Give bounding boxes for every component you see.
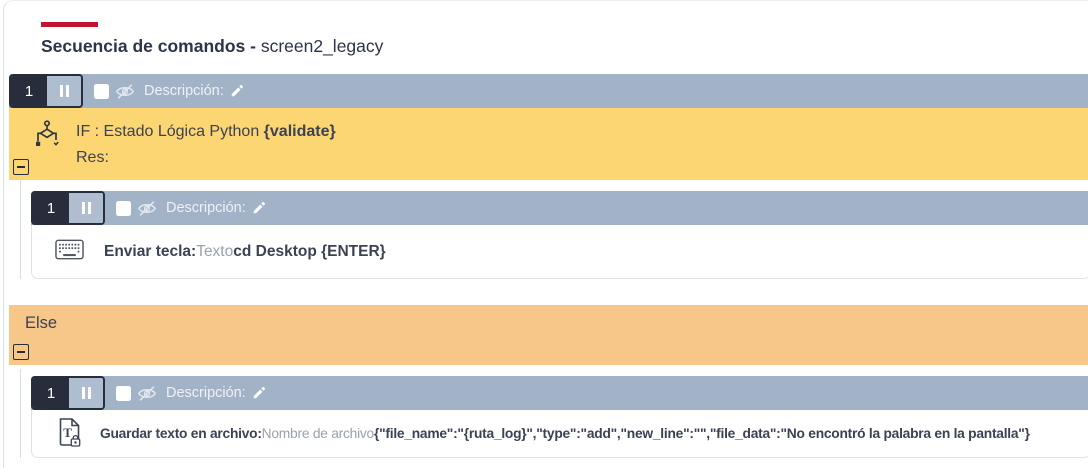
eye-slash-icon[interactable] (137, 385, 157, 402)
if-else-children: 1 Descripción: (20, 369, 1088, 458)
else-row[interactable]: Else (9, 305, 1088, 365)
pause-icon (81, 202, 91, 214)
if-result-label: Res: (76, 149, 109, 166)
svg-text:T: T (63, 425, 72, 440)
title-accent-bar (41, 22, 98, 27)
select-checkbox[interactable] (116, 385, 131, 401)
pause-button[interactable] (47, 76, 81, 106)
send-key-command-row[interactable]: Enviar tecla: Texto cd Desktop {ENTER} (31, 225, 1088, 279)
page-title-label: Secuencia de comandos - (41, 36, 256, 56)
command-name: Guardar texto en archivo: (100, 426, 262, 441)
param-value: {"file_name":"{ruta_log}","type":"add","… (373, 426, 1030, 441)
if-then-children: 1 Descripción: (20, 180, 1088, 279)
pencil-icon[interactable] (230, 84, 244, 98)
pencil-icon[interactable] (252, 386, 266, 400)
sequence-panel: Secuencia de comandos - screen2_legacy 1… (3, 0, 1088, 468)
command-name: Enviar tecla: (104, 242, 197, 260)
title-section: Secuencia de comandos - screen2_legacy (4, 22, 1088, 58)
order-unit: 1 (9, 74, 83, 108)
text-file-save-icon: T (57, 417, 82, 450)
collapse-toggle[interactable] (13, 159, 29, 175)
else-label: Else (25, 314, 58, 332)
step-header-send-key: 1 Descripción: (31, 191, 1088, 225)
pause-button[interactable] (69, 193, 103, 223)
select-checkbox[interactable] (116, 200, 131, 216)
collapse-toggle[interactable] (13, 344, 29, 360)
if-command-name: IF : Estado Lógica Python (76, 123, 260, 140)
order-unit: 1 (31, 191, 105, 225)
minus-collapse-icon (17, 166, 25, 168)
pause-icon (59, 85, 69, 97)
branch-decision-icon (34, 120, 60, 155)
if-command-row[interactable]: IF : Estado Lógica Python {validate} Res… (9, 108, 1088, 180)
step-header-if: 1 Descripción: (9, 74, 1088, 108)
order-badge: 1 (33, 193, 69, 223)
command-sequence: 1 Descripción: (4, 74, 1088, 458)
step-header-save-file: 1 Descripción: (31, 376, 1088, 410)
pencil-icon[interactable] (252, 201, 266, 215)
if-command-text: IF : Estado Lógica Python {validate} (76, 121, 1088, 143)
if-command-variable: {validate} (263, 123, 336, 140)
eye-slash-icon[interactable] (137, 200, 157, 217)
order-badge: 1 (33, 378, 69, 408)
pause-icon (81, 387, 91, 399)
pause-button[interactable] (69, 378, 103, 408)
description-label: Descripción: (166, 200, 246, 216)
description-label: Descripción: (144, 83, 224, 99)
order-badge: 1 (11, 76, 47, 106)
keyboard-icon (55, 239, 84, 265)
param-value: cd Desktop {ENTER} (233, 242, 386, 260)
page-title: Secuencia de comandos - screen2_legacy (41, 34, 1088, 58)
select-checkbox[interactable] (94, 83, 109, 99)
description-label: Descripción: (166, 385, 246, 401)
eye-slash-icon[interactable] (115, 83, 135, 100)
script-name: screen2_legacy (260, 36, 384, 56)
minus-collapse-icon (17, 351, 25, 353)
param-label: Nombre de archivo (261, 426, 375, 441)
order-unit: 1 (31, 376, 105, 410)
param-label: Texto (196, 242, 234, 260)
save-text-file-command-row[interactable]: T Guardar texto en archivo: Nombre de ar… (31, 410, 1088, 458)
